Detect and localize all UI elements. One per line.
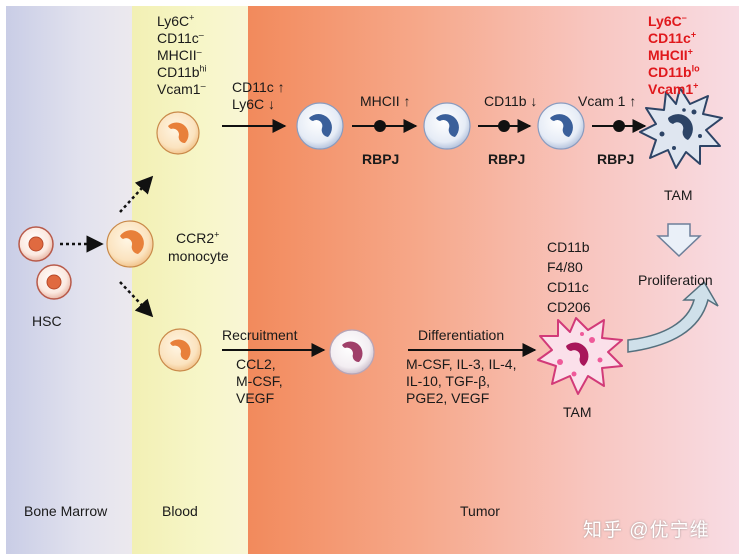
- rbpj-label-1: RBPJ: [362, 151, 400, 167]
- monocyte-up-arrow: [119, 175, 154, 213]
- tam-marker: CD11blo: [648, 63, 700, 80]
- proliferation-label: Proliferation: [638, 272, 713, 288]
- recruitment-factor: VEGF: [236, 390, 275, 406]
- differentiation-factor: M-CSF, IL-3, IL-4,: [406, 356, 517, 372]
- blood-marker: CD11bhi: [157, 63, 207, 80]
- tam-marker: CD11c+: [648, 29, 697, 46]
- rbpj-label-3: RBPJ: [597, 151, 635, 167]
- mhcii-rbpj-arrow: [352, 119, 418, 133]
- cd11c-up-label: CD11c ↑: [232, 79, 285, 95]
- rbpj-label-2: RBPJ: [488, 151, 526, 167]
- tumor-zone: [248, 6, 739, 554]
- tam-surface-marker-list: CD11b F4/80 CD11c CD206: [547, 237, 591, 317]
- blue-monocyte-3: [537, 102, 585, 150]
- hsc-cell-2: [36, 264, 72, 300]
- blood-label: Blood: [162, 503, 198, 519]
- tam-bottom-cell: [537, 317, 623, 395]
- mhcii-up-label: MHCII ↑: [360, 93, 411, 109]
- ly6c-down-label: Ly6C ↓: [232, 96, 276, 112]
- cd11b-down-label: CD11b ↓: [484, 93, 538, 109]
- blue-monocyte-2: [423, 102, 471, 150]
- monocyte-label: monocyte: [168, 248, 229, 264]
- proliferation-curved-arrow: [627, 280, 719, 353]
- recruited-monocyte-cell: [329, 329, 375, 375]
- blood-monocyte-bottom: [158, 328, 202, 372]
- blood-marker: Ly6C+: [157, 12, 195, 29]
- tam-marker: MHCII+: [648, 46, 693, 63]
- tam-surface-marker: F4/80: [547, 259, 583, 275]
- recruitment-factor: M-CSF,: [236, 373, 283, 389]
- blood-monocyte-top: [156, 111, 200, 155]
- recruitment-factor-list: CCL2, M-CSF, VEGF: [236, 356, 283, 407]
- tam-surface-marker: CD11b: [547, 239, 590, 255]
- watermark: 知乎 @优宁维: [583, 520, 710, 541]
- cd11b-rbpj-arrow: [478, 119, 532, 133]
- tam-surface-marker: CD11c: [547, 279, 589, 295]
- tam-marker: Ly6C–: [648, 12, 687, 29]
- proliferation-down-arrow: [656, 223, 702, 258]
- differentiation-label: Differentiation: [418, 327, 505, 343]
- differentiation-factor: IL-10, TGF-β,: [406, 373, 491, 389]
- tam-top-label: TAM: [664, 187, 693, 203]
- differentiation-factor-list: M-CSF, IL-3, IL-4, IL-10, TGF-β, PGE2, V…: [406, 356, 516, 407]
- bone-marrow-label: Bone Marrow: [24, 503, 108, 519]
- blue-monocyte-1: [296, 102, 344, 150]
- tam-top-cell: [639, 87, 723, 169]
- differentiation-factor: PGE2, VEGF: [406, 390, 490, 406]
- vcam1-rbpj-arrow: [592, 119, 647, 133]
- blood-marker: MHCII–: [157, 46, 202, 63]
- ccr2-label: CCR2+: [176, 229, 220, 246]
- ccr2-monocyte-cell: [106, 220, 154, 268]
- blood-marker: Vcam1–: [157, 80, 206, 97]
- monocyte-down-arrow: [119, 281, 154, 318]
- blood-marker: CD11c–: [157, 29, 204, 46]
- hsc-label: HSC: [32, 313, 62, 329]
- tam-bottom-label: TAM: [563, 404, 592, 420]
- recruitment-factor: CCL2,: [236, 356, 276, 372]
- vcam1-up-label: Vcam 1 ↑: [578, 93, 637, 109]
- tam-marker: Vcam1+: [648, 80, 699, 97]
- hsc-cell-1: [18, 226, 54, 262]
- tam-surface-marker: CD206: [547, 299, 591, 315]
- recruitment-label: Recruitment: [222, 327, 298, 343]
- tumor-label: Tumor: [460, 503, 500, 519]
- blood-zone: [132, 6, 248, 554]
